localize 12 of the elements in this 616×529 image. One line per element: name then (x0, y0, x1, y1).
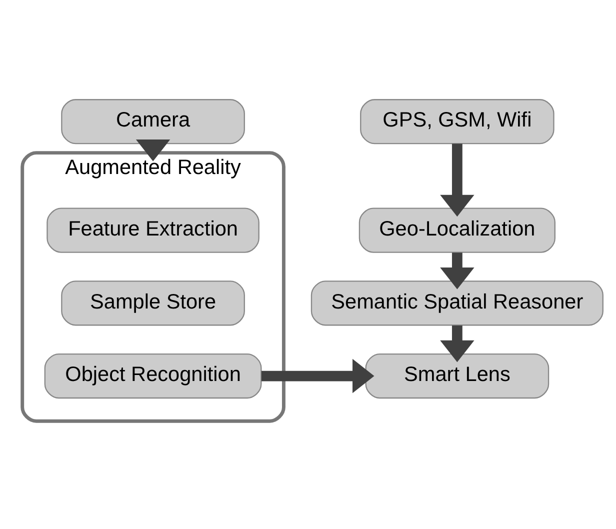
arrow (440, 143, 474, 216)
arrow (261, 358, 374, 393)
arrow (136, 139, 170, 161)
node-box: Geo-Localization (358, 207, 556, 252)
arrow (440, 324, 474, 362)
node-box: Smart Lens (365, 352, 550, 398)
node-box: Feature Extraction (46, 207, 260, 252)
arrow (440, 252, 474, 289)
node-box: Semantic Spatial Reasoner (310, 280, 604, 326)
node-box: GPS, GSM, Wifi (360, 98, 554, 144)
node-box: Object Recognition (44, 352, 262, 398)
node-box: Sample Store (61, 280, 245, 326)
